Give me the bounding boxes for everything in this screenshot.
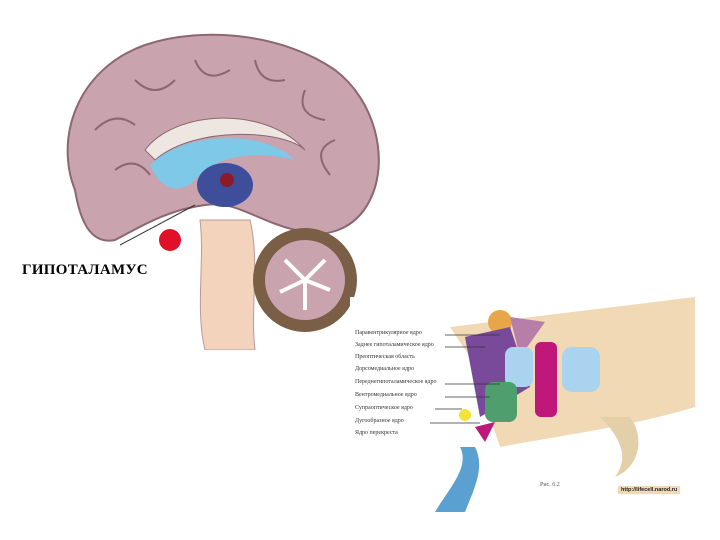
nucleus-label: Заднее гипоталамическое ядро — [355, 342, 434, 348]
gyri-lines — [94, 59, 336, 176]
brain-sagittal-illustration — [66, 33, 380, 350]
nucleus-label: Переднегипоталамическое ядро — [355, 379, 437, 385]
nucleus-label: Дугообразное ядро — [355, 418, 404, 424]
source-url: http://lifecell.narod.ru — [618, 486, 681, 494]
corpus-callosum — [144, 117, 306, 161]
nucleus-label: Вентромедиальное ядро — [355, 392, 417, 398]
nucleus-label: Преоптическая область — [355, 354, 415, 360]
ventricle — [150, 138, 295, 189]
pointer-line — [119, 204, 196, 246]
arbor-vitae — [279, 258, 331, 310]
pituitary-marker — [159, 229, 181, 251]
cerebrum — [66, 33, 380, 242]
thalamus-marker — [220, 173, 234, 187]
hypothalamus-illustration — [430, 297, 695, 512]
nucleus-label: Супраоптическое ядро — [355, 405, 413, 411]
nucleus-label: Паравентрикулярное ядро — [355, 330, 422, 336]
nucleus-label: Ядро перекреста — [355, 430, 398, 436]
slide-title: ГИПОТАЛАМУС — [22, 262, 148, 278]
figure-caption: Рис. 6.2 — [540, 482, 560, 488]
nucleus-label: Дорсомедиальное ядро — [355, 366, 414, 372]
hypothalamus-nuclei-figure: Паравентрикулярное ядро Заднее гипоталам… — [350, 297, 695, 522]
brainstem — [199, 219, 256, 350]
